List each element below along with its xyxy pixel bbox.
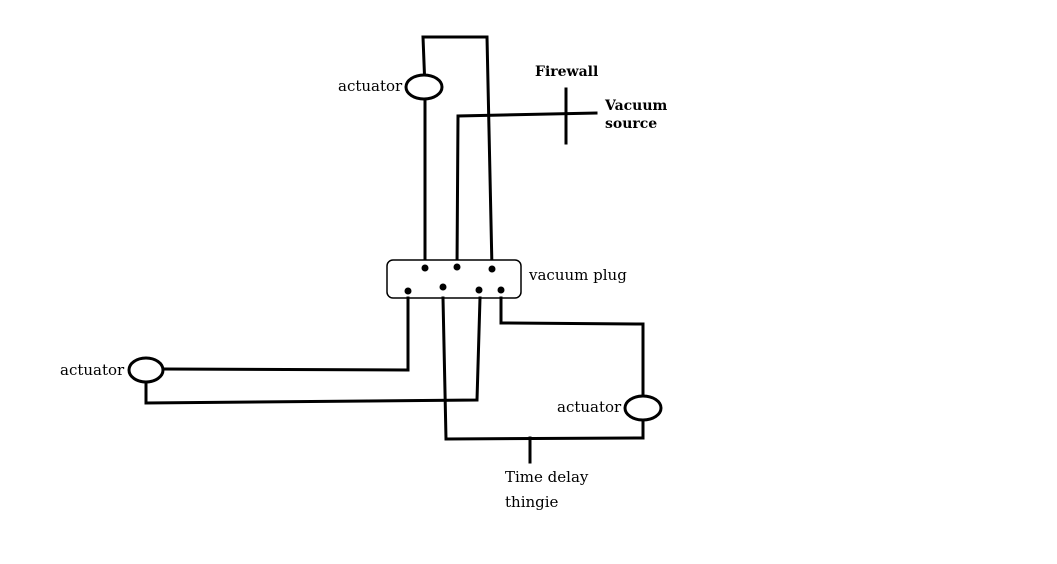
vacuum-plug-pins: [404, 263, 505, 295]
hose-vacuum-source: [455, 111, 598, 270]
plug-pin: [488, 265, 496, 273]
plug-pin: [439, 283, 447, 291]
plug-pin: [475, 286, 483, 294]
plug-pin: [497, 286, 505, 294]
plug-pin: [421, 264, 429, 272]
right-actuator-label: actuator: [557, 398, 622, 416]
vacuum-source-label-line1: Vacuum: [605, 98, 668, 114]
hose-left-actuator-a: [161, 296, 410, 372]
hose-time-delay: [441, 296, 645, 441]
right-actuator-icon: [623, 394, 663, 422]
top-actuator-icon: [404, 73, 444, 101]
left-actuator-icon: [127, 356, 165, 384]
left-actuator-label: actuator: [60, 361, 125, 379]
vacuum-plug-body: [386, 259, 522, 299]
plug-pin: [453, 263, 461, 271]
vacuum-source-label-line2: source: [605, 116, 658, 132]
top-actuator-label: actuator: [338, 77, 403, 95]
hose-top-loop: [421, 35, 494, 271]
time-delay-label-line2: thingie: [505, 493, 559, 511]
hose-right-actuator-a: [499, 296, 645, 398]
hose-left-actuator-b: [144, 296, 482, 405]
firewall-label: Firewall: [535, 64, 599, 80]
plug-pin: [404, 287, 412, 295]
time-delay-label-line1: Time delay: [505, 468, 589, 486]
vacuum-plug-label: vacuum plug: [529, 266, 627, 284]
